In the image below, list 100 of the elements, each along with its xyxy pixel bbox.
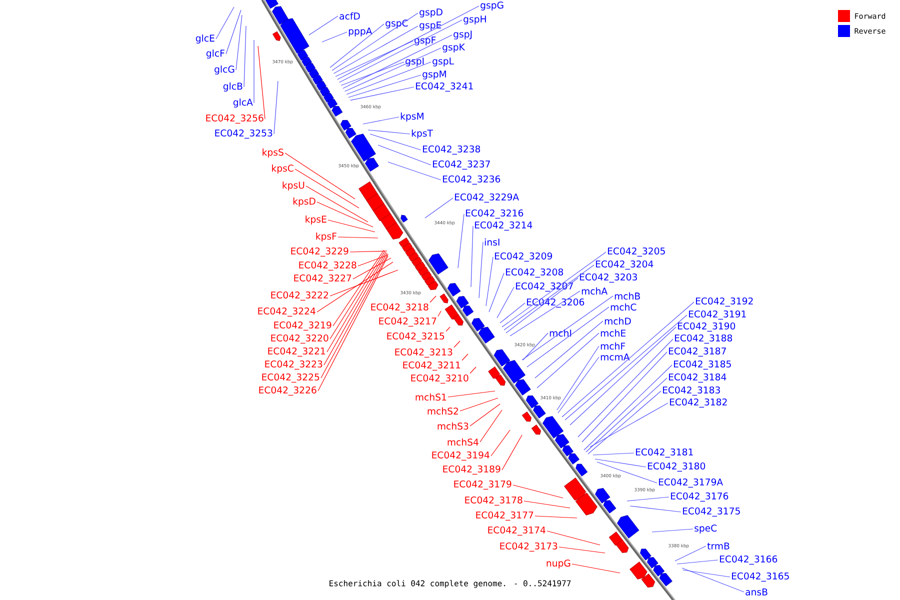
gene-label: glcE xyxy=(196,34,214,44)
gene-label: EC042_3166 xyxy=(720,555,778,565)
gene-label: gspM xyxy=(422,70,446,80)
leader-line xyxy=(308,16,338,36)
leader-line xyxy=(524,500,570,508)
leader-line xyxy=(626,496,670,502)
gene-label: nupG xyxy=(546,560,570,568)
gene-label: EC042_3191 xyxy=(689,310,746,320)
gene-label: glcF xyxy=(206,50,224,59)
leader-line xyxy=(378,144,432,166)
leader-line xyxy=(342,34,452,89)
leader-line xyxy=(216,6,234,40)
gene-label: EC042_3204 xyxy=(596,260,654,270)
gene-label: speC xyxy=(694,524,717,534)
gene-label: mchC xyxy=(610,303,636,311)
leader-line xyxy=(446,326,450,332)
gene-label: EC042_3175 xyxy=(683,507,740,517)
leader-line xyxy=(490,430,510,456)
leader-line xyxy=(368,130,410,134)
leader-line xyxy=(332,12,418,71)
leader-line xyxy=(328,220,376,232)
leader-line xyxy=(564,314,688,420)
leader-line xyxy=(526,306,610,368)
gene-label: EC042_3256 xyxy=(206,114,264,124)
gene-label: EC042_3182 xyxy=(670,398,727,408)
gene-label: EC042_3209 xyxy=(495,252,552,262)
leader-line xyxy=(339,20,462,83)
leader-line xyxy=(558,356,600,414)
gene-label: mchF xyxy=(600,342,626,350)
gene-label: EC042_3215 xyxy=(387,332,444,342)
gene-label: EC042_3253 xyxy=(215,129,272,139)
gene-label: glcB xyxy=(223,82,242,92)
leader-line xyxy=(430,296,436,303)
leader-line xyxy=(330,24,384,68)
leader-line xyxy=(340,62,404,86)
gene-label: EC042_3210 xyxy=(411,374,468,384)
gene-label: trmB xyxy=(707,542,730,550)
gene-label: EC042_3238 xyxy=(423,145,480,155)
leader-line xyxy=(486,256,494,306)
leader-line xyxy=(362,116,400,124)
gene-label: EC042_3224 xyxy=(258,307,316,317)
gene-label: EC042_3176 xyxy=(671,492,728,502)
gene-label: ansB xyxy=(746,588,768,596)
gene-label: mchE xyxy=(600,329,626,337)
gene-label: EC042_3217 xyxy=(379,317,436,327)
gene-label: EC042_3173 xyxy=(500,542,558,552)
leader-line xyxy=(562,302,694,418)
gene-label: kpsM xyxy=(400,112,424,122)
leader-line xyxy=(630,506,682,512)
gene-label: EC042_3227 xyxy=(294,274,352,284)
gene-label: EC042_3241 xyxy=(416,82,473,92)
leader-line xyxy=(344,48,442,92)
leader-line xyxy=(522,296,614,360)
gene-label: mchS4 xyxy=(448,438,478,446)
gene-label: EC042_3180 xyxy=(648,462,706,472)
leader-line xyxy=(370,134,422,150)
gene-label: gspK xyxy=(442,44,466,52)
gene-label: EC042_3188 xyxy=(675,334,732,344)
gene-label: EC042_3181 xyxy=(636,448,693,458)
gene-label: EC042_3208 xyxy=(506,268,564,278)
gene-label: mchS2 xyxy=(428,407,458,415)
gene-label: gspI xyxy=(406,58,424,66)
leader-line xyxy=(682,570,730,578)
leader-line xyxy=(584,364,672,450)
gene-label: EC042_3179 xyxy=(454,480,512,490)
gene-label: EC042_3190 xyxy=(678,322,736,332)
leader-line xyxy=(500,302,526,324)
gene-label: EC042_3183 xyxy=(663,386,720,396)
gene-label: gspL xyxy=(432,58,454,66)
leader-line xyxy=(236,14,242,70)
leader-line xyxy=(480,410,502,442)
gene-label: kpsE xyxy=(306,216,326,225)
leader-line xyxy=(330,250,386,340)
gene-label: EC042_3225 xyxy=(262,373,320,383)
leader-line xyxy=(424,198,454,218)
caption: Escherichia coli 042 complete genome. - 0..5241977 xyxy=(330,580,571,588)
gene-label: EC042_3174 xyxy=(488,526,546,536)
leader-line xyxy=(512,484,564,498)
gene-label: gspD xyxy=(420,8,442,18)
leader-line xyxy=(458,214,464,268)
leader-line xyxy=(652,528,694,532)
leader-line xyxy=(226,10,242,54)
leader-line xyxy=(572,564,620,574)
gene-label: EC042_3223 xyxy=(265,360,322,370)
gene-label: EC042_3177 xyxy=(476,511,534,521)
gene-label: EC042_3214 xyxy=(475,221,532,231)
gene-label: EC042_3205 xyxy=(608,247,665,257)
gene-label: kpsT xyxy=(412,130,433,139)
leader-line xyxy=(594,458,646,468)
leader-line xyxy=(448,390,496,398)
gene-label: glcG xyxy=(214,65,234,75)
gene-label: EC042_3220 xyxy=(271,334,328,344)
gene-label: mcmA xyxy=(600,354,630,360)
leader-line xyxy=(534,516,578,518)
leader-line xyxy=(322,32,348,42)
leader-line xyxy=(244,26,246,88)
leader-line xyxy=(586,378,668,452)
gene-label: kpsF xyxy=(316,232,336,242)
gene-label: EC042_3229 xyxy=(291,247,348,257)
leader-line xyxy=(358,254,388,266)
